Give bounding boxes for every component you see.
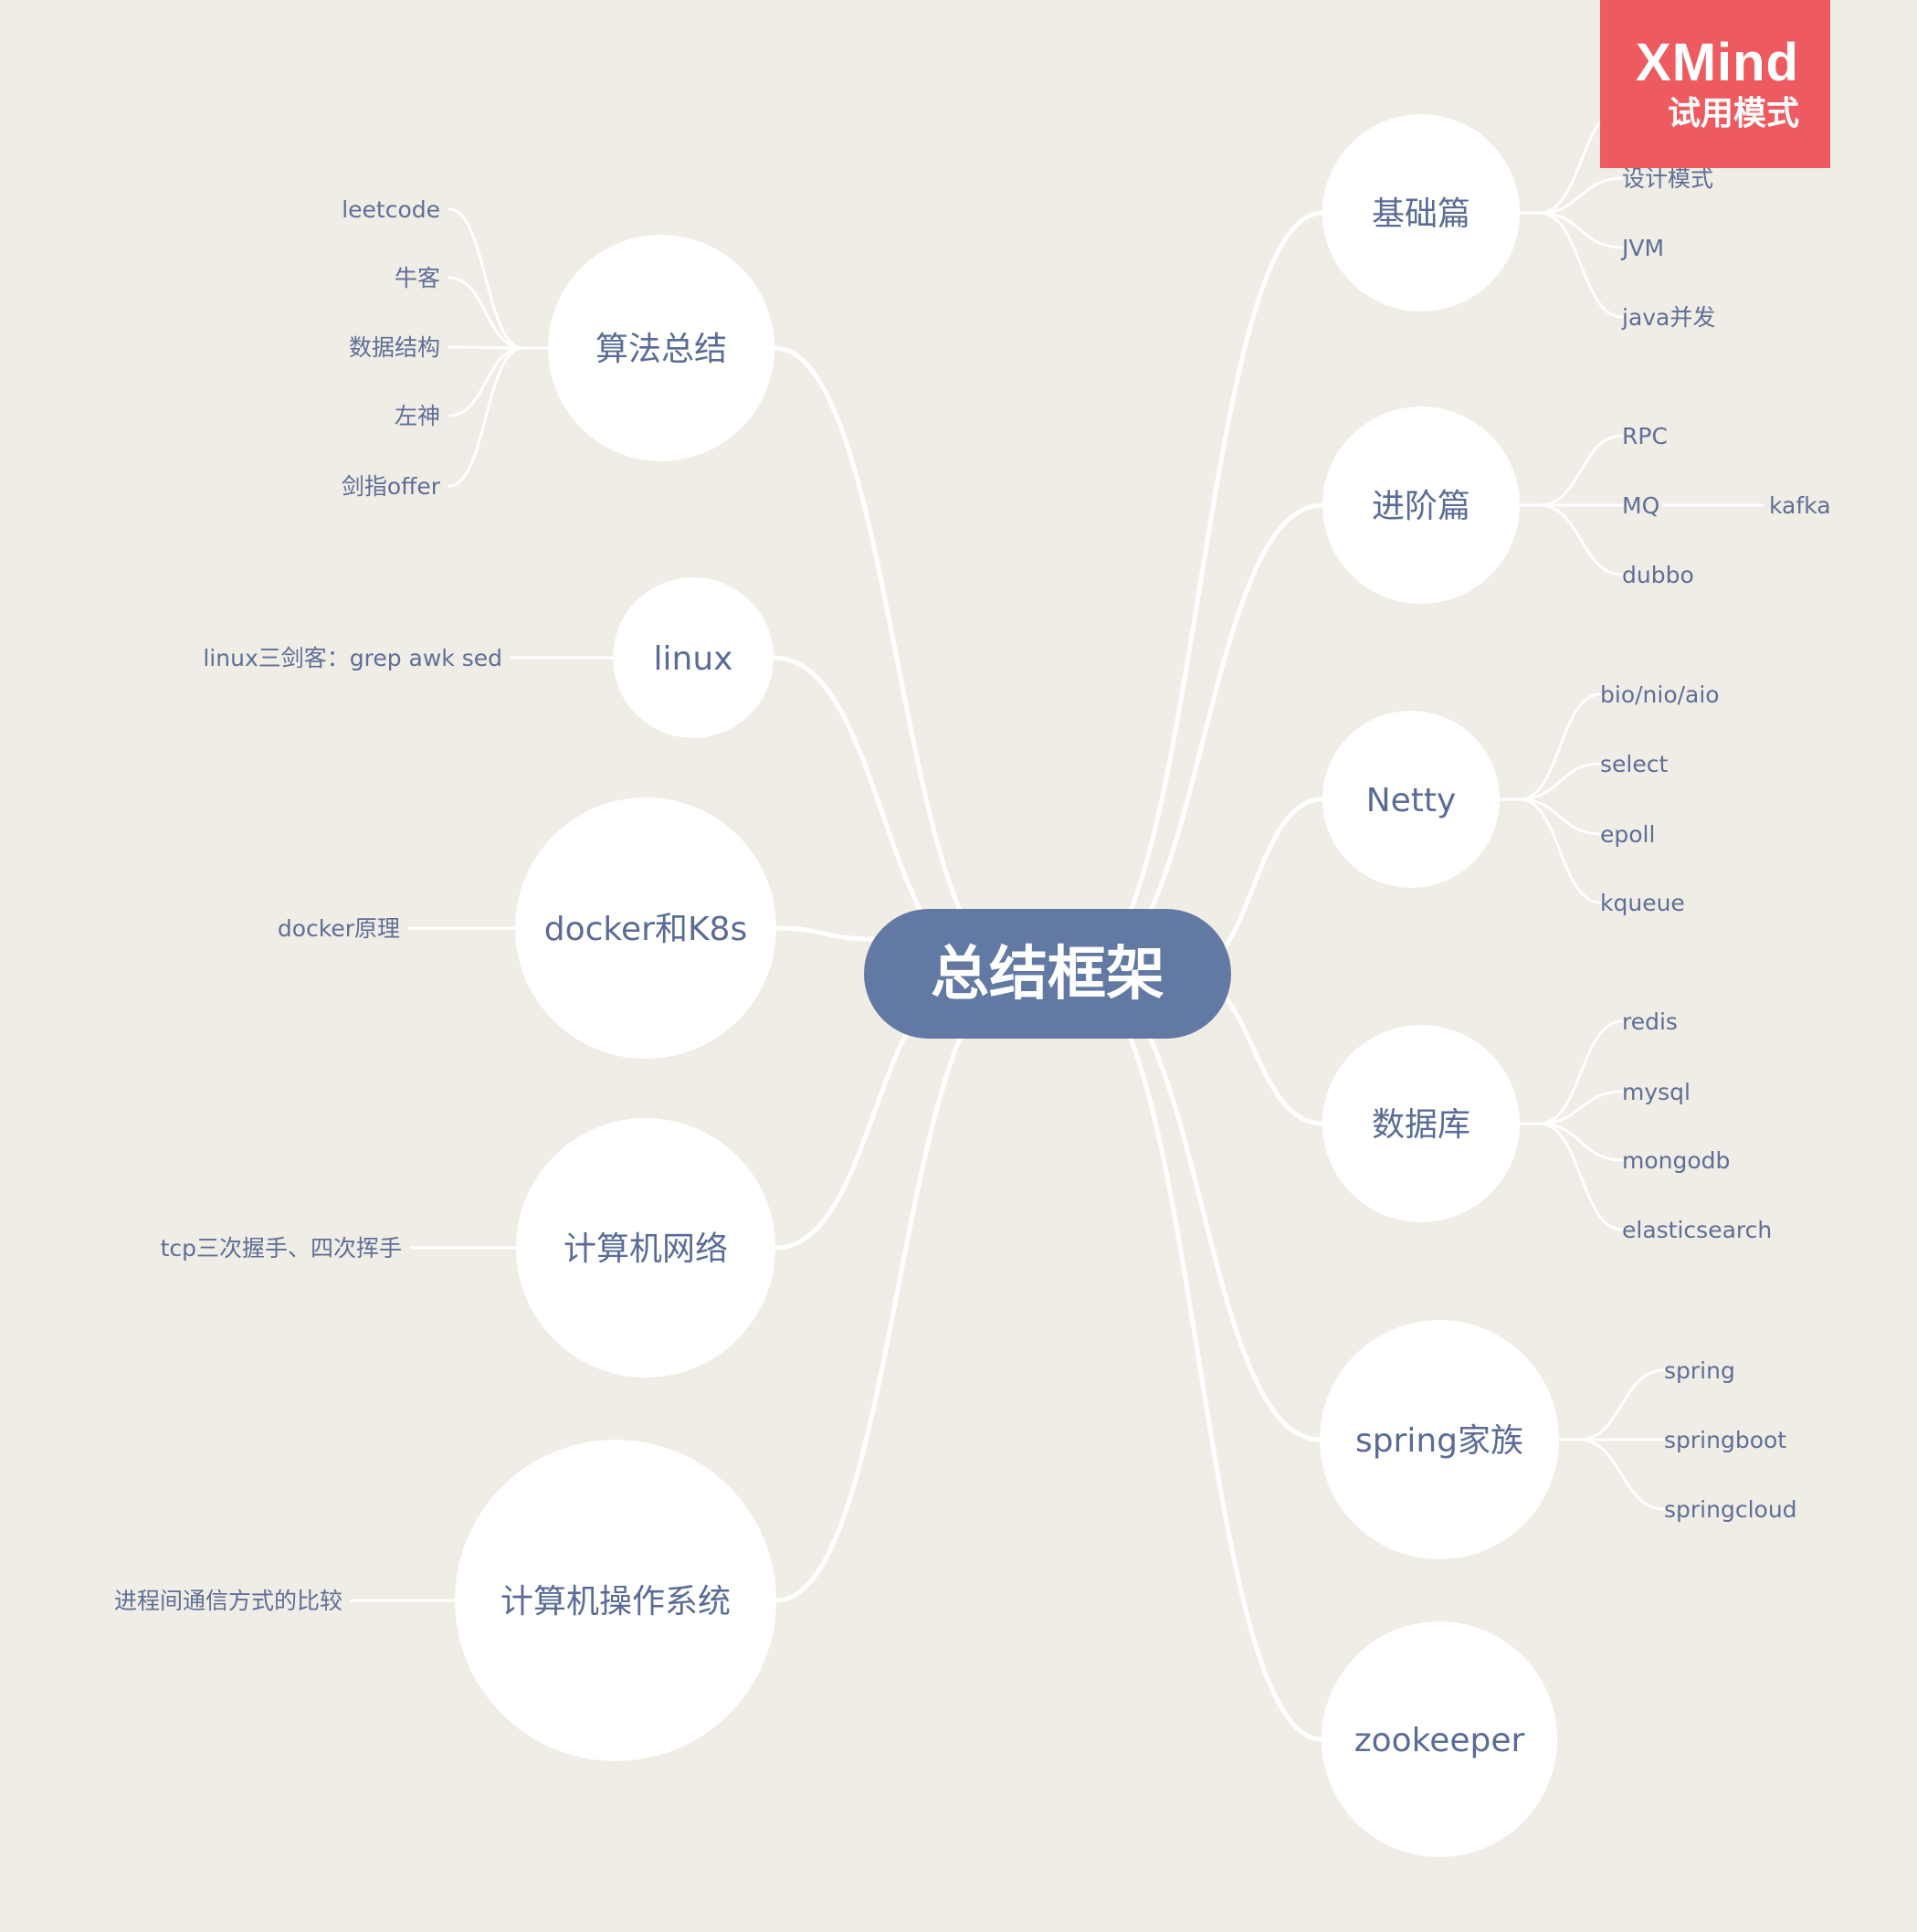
leaf-line xyxy=(1557,1438,1666,1511)
leaf-line xyxy=(1498,692,1602,801)
leaf-label[interactable]: mongodb xyxy=(1622,1147,1730,1174)
leaf-label[interactable]: MQ xyxy=(1622,492,1659,519)
sub-leaf-label[interactable]: kafka xyxy=(1769,492,1831,519)
leaf-label[interactable]: dubbo xyxy=(1622,562,1694,588)
trial-mode-text: 试用模式 xyxy=(1667,95,1799,132)
topic-node-algo[interactable]: 算法总结 xyxy=(548,235,774,461)
leaf-label[interactable]: 左神 xyxy=(395,403,440,429)
topic-bubble[interactable] xyxy=(1322,1025,1520,1222)
topic-node-spring[interactable]: spring家族 xyxy=(1320,1320,1559,1559)
topic-bubble[interactable] xyxy=(455,1440,776,1761)
topic-label: 进阶篇 xyxy=(1372,488,1470,525)
topic-bubble[interactable] xyxy=(548,235,774,461)
topic-bubble[interactable] xyxy=(1320,1320,1559,1559)
leaf-line xyxy=(1557,1368,1666,1441)
topic-label: docker和K8s xyxy=(544,911,747,948)
leaf-line xyxy=(448,207,550,350)
leaf-label[interactable]: springcloud xyxy=(1664,1496,1797,1523)
leaf-label[interactable]: epoll xyxy=(1600,821,1655,848)
topic-label: zookeeper xyxy=(1354,1722,1525,1759)
leaf-line xyxy=(448,276,550,350)
leaf-label[interactable]: leetcode xyxy=(342,196,440,223)
leaf-label[interactable]: 牛客 xyxy=(395,265,440,291)
topic-bubble[interactable] xyxy=(515,797,776,1059)
leaf-label[interactable]: springboot xyxy=(1664,1427,1786,1453)
leaf-line xyxy=(1518,211,1624,319)
topic-node-basic[interactable]: 基础篇 xyxy=(1322,114,1520,311)
leaf-label[interactable]: elasticsearch xyxy=(1622,1217,1772,1243)
leaf-line xyxy=(1518,1019,1624,1125)
xmind-trial-badge: XMind 试用模式 xyxy=(1600,0,1830,168)
branch-line-os xyxy=(774,971,1023,1603)
branch-line-docker xyxy=(774,925,875,942)
topic-label: 计算机操作系统 xyxy=(500,1583,731,1621)
xmind-brand-text: XMind xyxy=(1636,33,1799,92)
central-topic-bubble[interactable] xyxy=(864,909,1231,1039)
topic-label: 算法总结 xyxy=(595,331,727,368)
branch-line-zookeeper xyxy=(1072,971,1324,1742)
topic-bubble[interactable] xyxy=(1322,1621,1557,1857)
leaf-line xyxy=(448,346,550,417)
leaf-label[interactable]: 数据结构 xyxy=(349,334,440,361)
topic-node-advanced[interactable]: 进阶篇 xyxy=(1322,406,1520,604)
leaf-label[interactable]: 设计模式 xyxy=(1622,165,1713,192)
topic-node-network[interactable]: 计算机网络 xyxy=(516,1118,775,1378)
topic-bubble[interactable] xyxy=(613,577,774,738)
topic-bubble[interactable] xyxy=(1322,114,1520,311)
central-topic-label: 总结框架 xyxy=(931,941,1164,1008)
topic-node-docker[interactable]: docker和K8s xyxy=(515,797,776,1059)
branch-line-basic xyxy=(1072,210,1325,977)
leaf-label[interactable]: 进程间通信方式的比较 xyxy=(114,1588,342,1614)
leaf-label[interactable]: select xyxy=(1600,751,1668,777)
topic-label: spring家族 xyxy=(1355,1422,1523,1460)
topic-node-netty[interactable]: Netty xyxy=(1322,711,1500,888)
topic-node-os[interactable]: 计算机操作系统 xyxy=(455,1440,776,1761)
leaf-label[interactable]: JVM xyxy=(1620,235,1664,261)
leaf-line xyxy=(1518,434,1624,507)
leaf-label[interactable]: redis xyxy=(1622,1008,1678,1035)
topic-label: 基础篇 xyxy=(1372,195,1470,233)
topic-node-database[interactable]: 数据库 xyxy=(1322,1025,1520,1222)
leaf-label[interactable]: spring xyxy=(1664,1357,1735,1384)
leaf-label[interactable]: tcp三次握手、四次挥手 xyxy=(161,1235,402,1262)
topic-label: Netty xyxy=(1366,782,1457,819)
topic-label: linux xyxy=(654,640,733,678)
leaf-line xyxy=(1518,503,1624,576)
topic-node-zookeeper[interactable]: zookeeper xyxy=(1322,1621,1557,1857)
leaf-line xyxy=(1518,1122,1624,1231)
branch-line-algo xyxy=(772,345,1023,977)
leaf-label[interactable]: docker原理 xyxy=(278,915,400,942)
leaf-label[interactable]: 剑指offer xyxy=(342,473,441,500)
leaf-line xyxy=(448,346,550,488)
topic-node-linux[interactable]: linux xyxy=(613,577,774,738)
topic-bubble[interactable] xyxy=(1322,406,1520,604)
leaf-label[interactable]: kqueue xyxy=(1600,890,1685,916)
leaf-label[interactable]: RPC xyxy=(1622,423,1668,449)
leaf-label[interactable]: bio/nio/aio xyxy=(1600,681,1720,708)
topic-label: 数据库 xyxy=(1372,1106,1470,1144)
leaf-line xyxy=(1498,797,1602,904)
central-topic[interactable]: 总结框架 xyxy=(864,909,1231,1039)
topic-bubble[interactable] xyxy=(516,1118,775,1378)
topic-bubble[interactable] xyxy=(1322,711,1500,888)
leaf-label[interactable]: java并发 xyxy=(1621,304,1715,331)
leaf-label[interactable]: mysql xyxy=(1622,1079,1691,1105)
leaf-label[interactable]: linux三剑客：grep awk sed xyxy=(203,645,502,671)
topic-label: 计算机网络 xyxy=(564,1230,728,1268)
